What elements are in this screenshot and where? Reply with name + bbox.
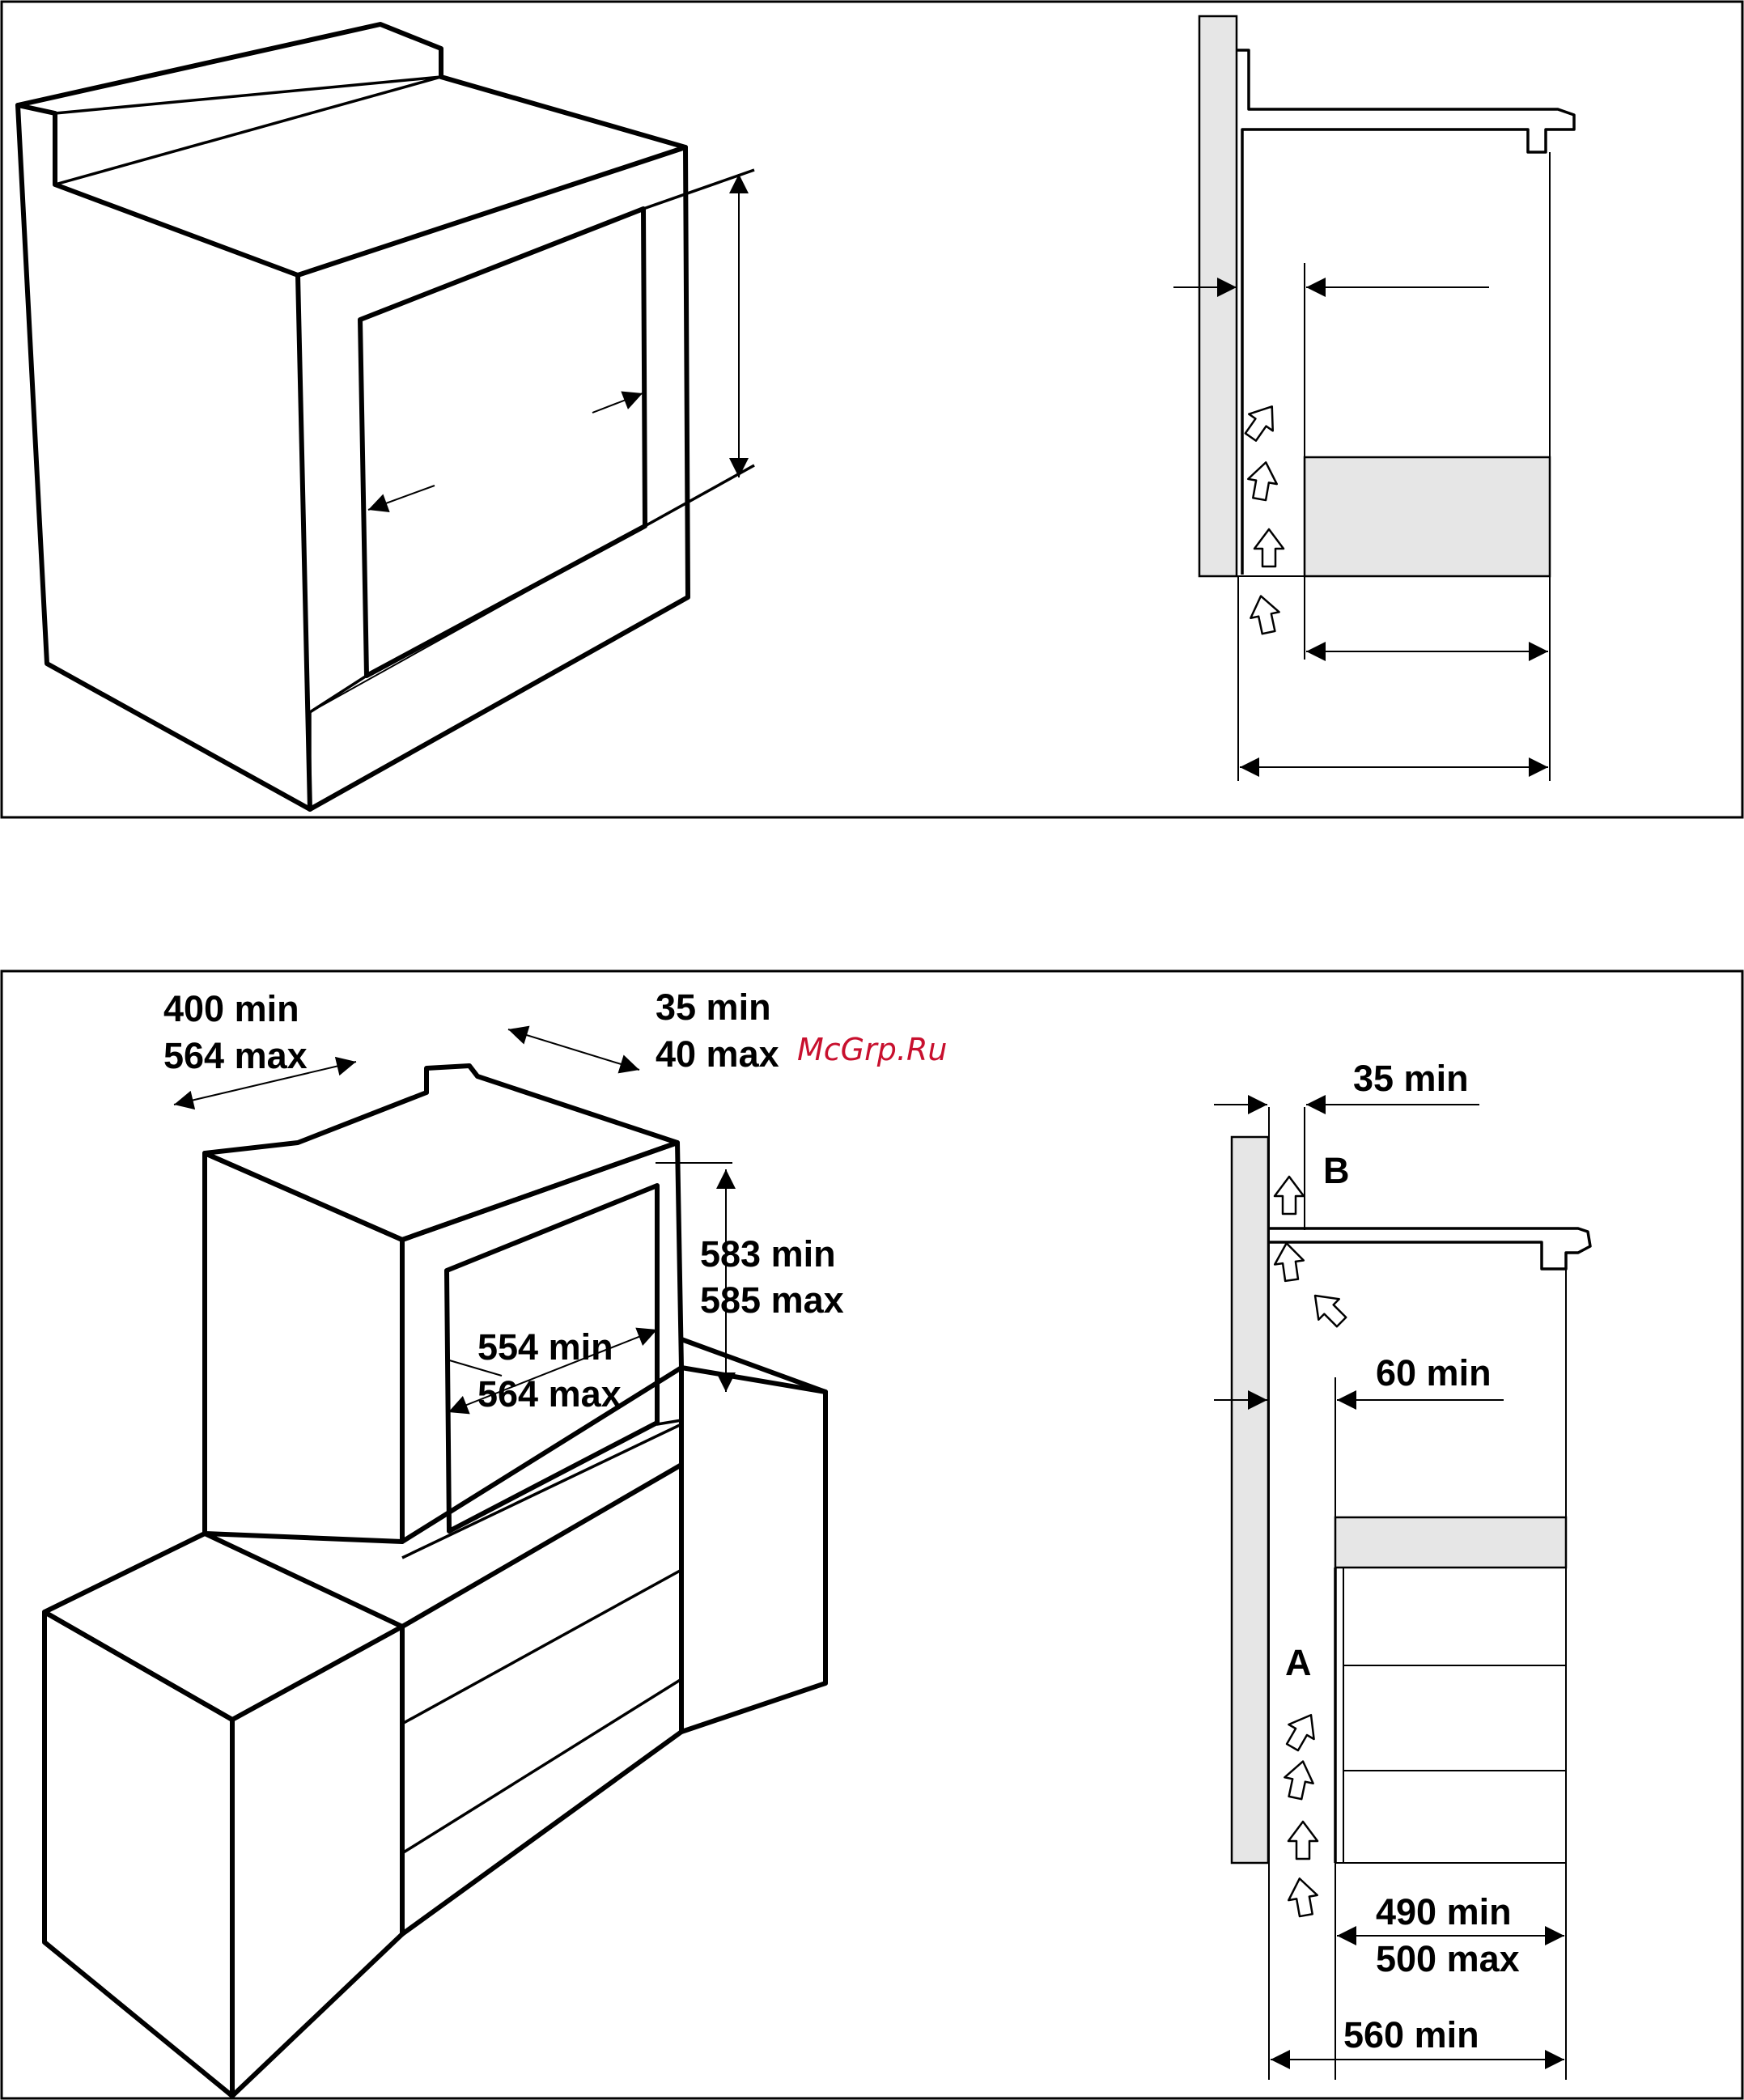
width-min-label: 400 min — [163, 988, 299, 1029]
section-depth-min-label: 490 min — [1376, 1891, 1512, 1932]
top-section-view — [1173, 16, 1574, 781]
bottom-perspective-cabinet — [45, 1029, 825, 2096]
height-min-label: 583 min — [700, 1233, 836, 1275]
depth-min-label: 35 min — [656, 986, 771, 1028]
width-max-label: 564 max — [163, 1035, 308, 1076]
bottom-section-view — [1214, 1105, 1590, 2080]
section-gap-mid-label: 60 min — [1376, 1352, 1492, 1394]
top-panel — [2, 2, 1742, 817]
top-panel-frame — [2, 2, 1742, 817]
depth-max-label: 40 max — [656, 1033, 779, 1075]
section-gap-top-label: 35 min — [1353, 1058, 1469, 1099]
airflow-arrow-icon — [1272, 1241, 1306, 1283]
airflow-arrow-icon — [1246, 593, 1283, 635]
bottom-panel: 400 min 564 max 35 min 40 max McGrp.Ru 5… — [2, 971, 1742, 2098]
airflow-arrow-icon — [1305, 1285, 1351, 1332]
section-label-b: B — [1323, 1150, 1350, 1191]
airflow-arrow-icon — [1279, 1708, 1323, 1754]
airflow-arrow-icon — [1285, 1876, 1320, 1918]
watermark: McGrp.Ru — [797, 1032, 947, 1067]
airflow-arrow-icon — [1245, 460, 1279, 502]
airflow-arrow-icon — [1239, 398, 1284, 445]
opening-min-label: 554 min — [477, 1326, 613, 1368]
airflow-arrow-icon — [1288, 1822, 1318, 1859]
section-depth-max-label: 500 max — [1376, 1938, 1520, 1979]
opening-max-label: 564 max — [477, 1373, 622, 1415]
airflow-arrow-icon — [1275, 1177, 1304, 1214]
section-total-depth-label: 560 min — [1343, 2014, 1479, 2055]
top-perspective-cabinet — [18, 24, 754, 809]
section-label-a: A — [1285, 1642, 1312, 1683]
airflow-arrow-icon — [1254, 529, 1284, 566]
height-max-label: 585 max — [700, 1279, 844, 1321]
airflow-arrow-icon — [1281, 1758, 1318, 1801]
